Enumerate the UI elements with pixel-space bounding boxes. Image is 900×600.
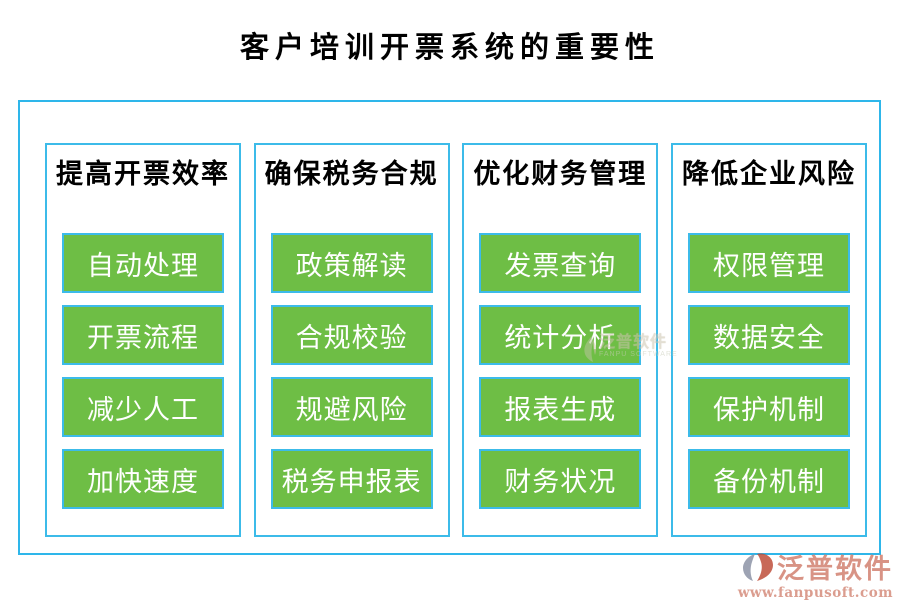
content-frame: 提高开票效率 自动处理 开票流程 减少人工 加快速度 确保税务合规 政策解读 合… (18, 100, 881, 555)
page-title: 客户培训开票系统的重要性 (239, 30, 660, 64)
item-button[interactable]: 规避风险 (270, 377, 433, 437)
column-risk-reduction: 降低企业风险 权限管理 数据安全 保护机制 备份机制 (670, 143, 867, 537)
item-button[interactable]: 税务申报表 (270, 449, 433, 509)
column-header: 确保税务合规 (264, 159, 439, 190)
fanpu-brand-text: 泛普软件 (777, 553, 893, 585)
column-header: 优化财务管理 (473, 159, 648, 190)
item-button[interactable]: 保护机制 (687, 377, 850, 437)
fanpu-logo-icon (742, 553, 774, 586)
fanpu-logo: 泛普软件 www.fanpusoft.com (738, 553, 893, 600)
item-button[interactable]: 数据安全 (687, 305, 850, 365)
item-button[interactable]: 合规校验 (270, 305, 433, 365)
item-button[interactable]: 权限管理 (687, 233, 850, 293)
column-header: 提高开票效率 (56, 159, 230, 190)
item-button[interactable]: 加快速度 (62, 449, 224, 509)
column-tax-compliance: 确保税务合规 政策解读 合规校验 规避风险 税务申报表 (253, 143, 450, 537)
item-button[interactable]: 自动处理 (62, 233, 224, 293)
item-button[interactable]: 财务状况 (479, 449, 642, 509)
item-button[interactable]: 发票查询 (479, 233, 642, 293)
item-button[interactable]: 统计分析 (479, 305, 642, 365)
item-button[interactable]: 报表生成 (479, 377, 642, 437)
column-financial-management: 优化财务管理 发票查询 统计分析 报表生成 财务状况 (462, 143, 659, 537)
columns-row: 提高开票效率 自动处理 开票流程 减少人工 加快速度 确保税务合规 政策解读 合… (45, 143, 867, 537)
column-header: 降低企业风险 (681, 159, 856, 190)
fanpu-website-text: www.fanpusoft.com (737, 585, 893, 600)
item-button[interactable]: 政策解读 (270, 233, 433, 293)
item-button[interactable]: 开票流程 (62, 305, 224, 365)
column-invoicing-efficiency: 提高开票效率 自动处理 开票流程 减少人工 加快速度 (45, 143, 241, 537)
item-button[interactable]: 减少人工 (62, 377, 224, 437)
item-button[interactable]: 备份机制 (687, 449, 850, 509)
